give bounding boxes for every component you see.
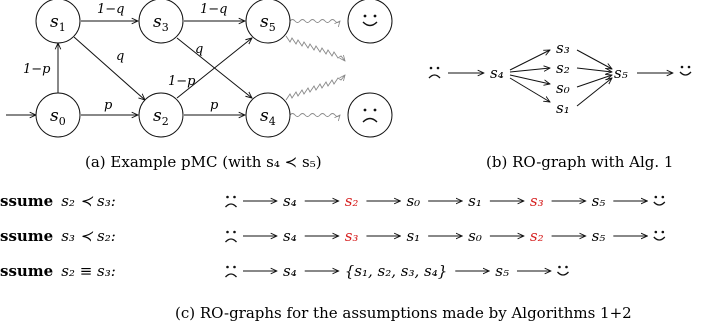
smile-face-icon xyxy=(653,230,666,241)
panel-a: s1 s3 s5 s0 s2 s4 1−q 1−q q q 1−p 1−p p xyxy=(6,0,393,171)
edge-s2-s5 xyxy=(176,38,252,99)
label-s3-s4: q xyxy=(195,42,203,57)
node-b-s5: s₅ xyxy=(614,64,628,82)
edge-s1-s2 xyxy=(73,36,145,100)
arrow-b-s4-m1 xyxy=(509,50,550,71)
smile-face-icon xyxy=(557,265,569,276)
sequence-node: s₀ xyxy=(406,192,420,210)
label-s1-s2: q xyxy=(116,49,124,64)
state-s3 xyxy=(138,0,184,44)
state-s5-label: s5 xyxy=(260,12,276,34)
wavy-s5-smile xyxy=(289,19,340,23)
state-s5 xyxy=(245,0,291,44)
sequence-node: s₃ xyxy=(530,192,544,210)
sequence-node: s₄ xyxy=(283,227,297,245)
caption-b: (b) RO-graph with Alg. 1 xyxy=(486,153,673,171)
state-s3-label: s3 xyxy=(153,12,169,34)
label-s2-s5: 1−p xyxy=(168,74,196,89)
smile-face-icon xyxy=(362,14,378,27)
frown-face-icon xyxy=(362,108,378,123)
frown-face-icon xyxy=(225,230,237,243)
sequence-node: s₄ xyxy=(283,262,297,280)
smile-face-icon xyxy=(679,65,692,76)
wavy-s4-smile xyxy=(285,75,345,101)
sequence-node: s₅ xyxy=(495,262,509,280)
sequence-node: s₀ xyxy=(468,227,482,245)
arrow-b-s4-m4 xyxy=(509,77,550,102)
arrow-b-m2-s5 xyxy=(576,67,612,72)
arrow-b-m3-s5 xyxy=(576,75,612,88)
sequence-node: s₂ xyxy=(530,227,544,245)
state-s4-label: s4 xyxy=(260,106,276,128)
wavy-s5-frown xyxy=(285,35,345,61)
sequence-node: s₁ xyxy=(468,192,482,210)
caption-a: (a) Example pMC (with s₄ ≺ s₅) xyxy=(85,153,322,171)
arrow-b-s4-m2 xyxy=(509,68,550,73)
label-s2-s4: p xyxy=(210,98,219,113)
label-s0-s1: 1−p xyxy=(23,62,51,77)
label-s3-s5: 1−q xyxy=(200,2,228,17)
pmc-wavy-edges xyxy=(285,19,345,117)
state-s1-label: s1 xyxy=(50,12,66,34)
sequence-node: s₅ xyxy=(592,227,606,245)
node-b-m2: s₂ xyxy=(556,59,570,77)
state-s4 xyxy=(245,92,291,138)
caption-c: (c) RO-graphs for the assumptions made b… xyxy=(175,304,632,322)
fan-in-arrows xyxy=(576,49,612,107)
state-s0-label: s0 xyxy=(50,106,66,128)
sequence-node: s₅ xyxy=(592,192,606,210)
arrow-b-m1-s5 xyxy=(576,49,612,69)
node-b-s4: s₄ xyxy=(490,64,504,82)
panel-b: s₄ s₃ s₂ s₀ s₁ s₅ (b) RO-graph with Alg. xyxy=(428,39,692,171)
label-s0-s2: p xyxy=(104,98,113,113)
sequence-node: {s₁, s₂, s₃, s₄} xyxy=(345,262,448,280)
node-b-m1: s₃ xyxy=(556,39,570,57)
state-s2-label: s2 xyxy=(153,106,169,128)
sequence-node: s₄ xyxy=(283,192,297,210)
node-b-m4: s₁ xyxy=(556,99,570,117)
frown-face-icon xyxy=(225,265,237,278)
state-smile xyxy=(347,0,393,44)
state-s0 xyxy=(35,92,81,138)
wavy-s4-frown xyxy=(289,113,340,117)
sequence-node: s₃ xyxy=(345,227,359,245)
fan-out-arrows xyxy=(509,50,550,102)
state-s1 xyxy=(35,0,81,44)
sequence-node: s₁ xyxy=(406,227,420,245)
arrow-b-s4-m3 xyxy=(509,74,550,84)
frown-face-icon xyxy=(428,66,441,79)
frown-face-icon xyxy=(225,195,237,208)
state-s2 xyxy=(138,92,184,138)
node-b-m3: s₀ xyxy=(556,79,570,97)
state-frown xyxy=(347,92,393,138)
pmc-edges xyxy=(6,21,252,115)
smile-face-icon xyxy=(653,195,666,206)
arrow-b-m4-s5 xyxy=(576,78,612,107)
pmc-nodes xyxy=(35,0,393,138)
sequence-node: s₂ xyxy=(345,192,359,210)
label-s1-s3: 1−q xyxy=(97,2,125,17)
